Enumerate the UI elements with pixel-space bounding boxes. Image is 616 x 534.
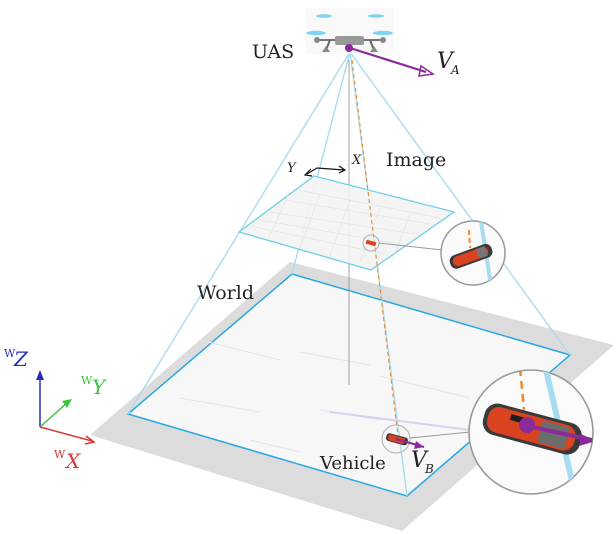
svg-text:Z: Z	[13, 347, 29, 371]
svg-text:Y: Y	[92, 375, 107, 399]
image-callout-line	[378, 242, 443, 251]
world-axes	[36, 370, 96, 445]
velocity-b-label: V B	[411, 448, 434, 476]
svg-text:B: B	[424, 462, 434, 476]
world-axis-x-label: W X	[54, 448, 81, 473]
uas-label: UAS	[252, 41, 294, 63]
world-label: World	[197, 282, 254, 304]
svg-text:X: X	[64, 449, 81, 473]
image-axis-y-label: Y	[287, 161, 297, 176]
velocity-a-arrow	[349, 46, 427, 74]
image-axis-x-label: X	[351, 153, 362, 168]
svg-text:W: W	[54, 448, 66, 461]
world-axis-y-label: W Y	[81, 374, 107, 399]
svg-text:V: V	[411, 448, 429, 473]
drone-icon	[306, 8, 394, 54]
image-vehicle-icon	[365, 239, 377, 247]
world-vehicle-marker	[381, 424, 411, 454]
magnifier-inset-icon	[440, 220, 506, 286]
magnifier-inset-large	[468, 369, 594, 495]
svg-text:V: V	[437, 49, 455, 74]
svg-text:A: A	[450, 63, 460, 77]
vehicle-path-line	[329, 411, 471, 431]
velocity-a-arrowhead	[418, 64, 436, 77]
optical-ray	[351, 59, 399, 437]
vehicle-label: Vehicle	[319, 453, 386, 474]
image-axes	[303, 165, 347, 177]
svg-text:W: W	[81, 374, 93, 387]
image-plane	[237, 175, 456, 271]
image-label: Image	[386, 149, 446, 171]
velocity-b-arrowhead	[414, 441, 424, 449]
world-callout-line	[409, 431, 471, 439]
world-axis-z-label: W Z	[4, 347, 29, 371]
velocity-a-label: V A	[437, 49, 460, 77]
svg-text:W: W	[4, 347, 16, 360]
